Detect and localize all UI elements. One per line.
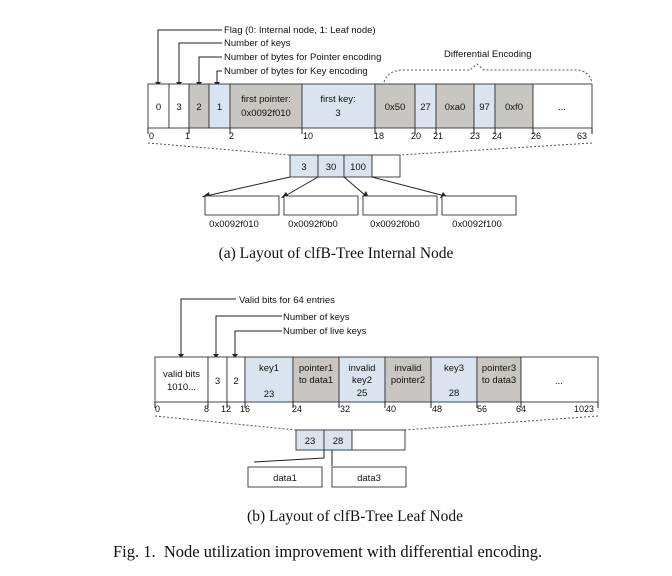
cell-delta-1: 0x50 (385, 102, 406, 113)
annotation-number-of-keys: Number of keys (224, 38, 291, 49)
offset-label: 63 (577, 131, 587, 141)
zoom-line-left (154, 415, 297, 431)
internal-node-key-array (289, 154, 401, 178)
leaf-node-annotation-lines (180, 298, 282, 356)
data-boxes (247, 466, 407, 488)
key-value: 28 (333, 436, 344, 447)
leaf-node-diagram: Valid bits for 64 entries Number of keys… (154, 295, 599, 525)
cell-pointer3-target: to data3 (482, 375, 516, 386)
cell-first-key-label: first key: (320, 94, 355, 105)
cell-ellipsis: ... (555, 376, 563, 387)
cell-key1-label: key1 (259, 363, 279, 374)
offset-label: 21 (433, 131, 443, 141)
cell-key3-value: 28 (449, 388, 460, 399)
annotation-live-keys: Number of live keys (283, 326, 367, 337)
offset-label: 1 (185, 131, 190, 141)
cell-key-bytes: 1 (217, 102, 222, 113)
offset-label: 32 (340, 404, 350, 414)
annotation-flag: Flag (0: Internal node, 1: Leaf node) (224, 25, 376, 36)
cell-first-pointer-value: 0x0092f010 (241, 108, 291, 119)
pointer-arrows (205, 176, 446, 197)
offset-label: 1023 (574, 404, 594, 414)
pointer-value: 0x0092f010 (209, 219, 259, 230)
cell-flag: 0 (156, 102, 161, 113)
zoom-line-left (147, 142, 291, 156)
zoom-line-right (404, 415, 599, 431)
offset-label: 20 (411, 131, 421, 141)
cell-key3-label: key3 (444, 363, 464, 374)
annotation-number-of-keys: Number of keys (283, 312, 350, 323)
offset-label: 0 (155, 404, 160, 414)
leaf-node-cells (154, 356, 599, 403)
cell-key1-value: 23 (264, 389, 275, 400)
cell-invalid-pointer2-line1: invalid (395, 363, 422, 374)
subfigure-caption-b: (b) Layout of clfB-Tree Leaf Node (247, 508, 463, 525)
cell-invalid-pointer2-line2: pointer2 (391, 375, 425, 386)
cell-delta-5: 0xf0 (505, 102, 523, 113)
cell-invalid-key2-line2: key2 (352, 375, 372, 386)
offset-label: 26 (531, 131, 541, 141)
offset-label: 18 (374, 131, 384, 141)
differential-encoding-brace (383, 63, 593, 83)
pointer-value: 0x0092f100 (452, 219, 502, 230)
offset-label: 24 (492, 131, 502, 141)
cell-first-key-value: 3 (335, 108, 340, 119)
offset-label: 2 (229, 131, 234, 141)
key-value: 100 (350, 162, 366, 173)
cell-invalid-key2-value: 25 (357, 388, 368, 399)
key-value: 23 (305, 436, 316, 447)
data-pointer-lines (253, 450, 333, 466)
offset-label: 8 (204, 404, 209, 414)
cell-number-of-keys: 3 (215, 376, 220, 387)
cell-pointer1-label: pointer1 (299, 363, 333, 374)
cell-pointer3-label: pointer3 (482, 363, 516, 374)
cell-pointer1-target: to data1 (299, 375, 333, 386)
offset-label: 24 (292, 404, 302, 414)
cell-delta-3: 0xa0 (445, 102, 466, 113)
internal-node-annotation-lines (157, 29, 222, 84)
figure-caption: Fig. 1. Node utilization improvement wit… (113, 542, 542, 561)
offset-label: 56 (477, 404, 487, 414)
key-value: 3 (301, 162, 306, 173)
annotation-key-bytes: Number of bytes for Key encoding (224, 66, 368, 77)
leaf-node-offset-ruler (154, 402, 599, 408)
cell-first-pointer-label: first pointer: (241, 94, 291, 105)
cell-ellipsis: ... (558, 102, 566, 113)
internal-node-diagram: Flag (0: Internal node, 1: Leaf node) Nu… (147, 25, 593, 262)
pointer-target-boxes (204, 195, 517, 216)
leaf-node-key-array (295, 429, 406, 451)
annotation-differential-encoding: Differential Encoding (444, 49, 532, 60)
offset-label: 12 (221, 404, 231, 414)
offset-label: 23 (470, 131, 480, 141)
internal-node-cells (147, 83, 593, 129)
offset-label: 40 (386, 404, 396, 414)
annotation-valid-bits: Valid bits for 64 entries (239, 295, 335, 306)
offset-label: 16 (240, 404, 250, 414)
cell-live-keys: 2 (233, 376, 238, 387)
cell-number-of-keys: 3 (176, 102, 181, 113)
cell-valid-bits-label: valid bits (163, 369, 200, 380)
pointer-value: 0x0092f0b0 (288, 219, 338, 230)
key-value: 30 (326, 162, 337, 173)
offset-label: 48 (432, 404, 442, 414)
zoom-line-right (399, 142, 593, 156)
subfigure-caption-a: (a) Layout of clfB-Tree Internal Node (219, 245, 454, 262)
arrowheads (178, 354, 238, 358)
data-label: data3 (357, 473, 381, 484)
pointer-value: 0x0092f0b0 (370, 219, 420, 230)
cell-valid-bits-value: 1010... (167, 382, 196, 393)
cell-delta-4: 97 (479, 102, 490, 113)
offset-label: 10 (303, 131, 313, 141)
offset-label: 64 (516, 404, 526, 414)
cell-pointer-bytes: 2 (196, 102, 201, 113)
annotation-pointer-bytes: Number of bytes for Pointer encoding (224, 52, 381, 63)
cell-invalid-key2-line1: invalid (349, 363, 376, 374)
offset-label: 0 (149, 131, 154, 141)
data-label: data1 (273, 473, 297, 484)
cell-delta-2: 27 (420, 102, 431, 113)
internal-node-offset-ruler (147, 128, 593, 134)
